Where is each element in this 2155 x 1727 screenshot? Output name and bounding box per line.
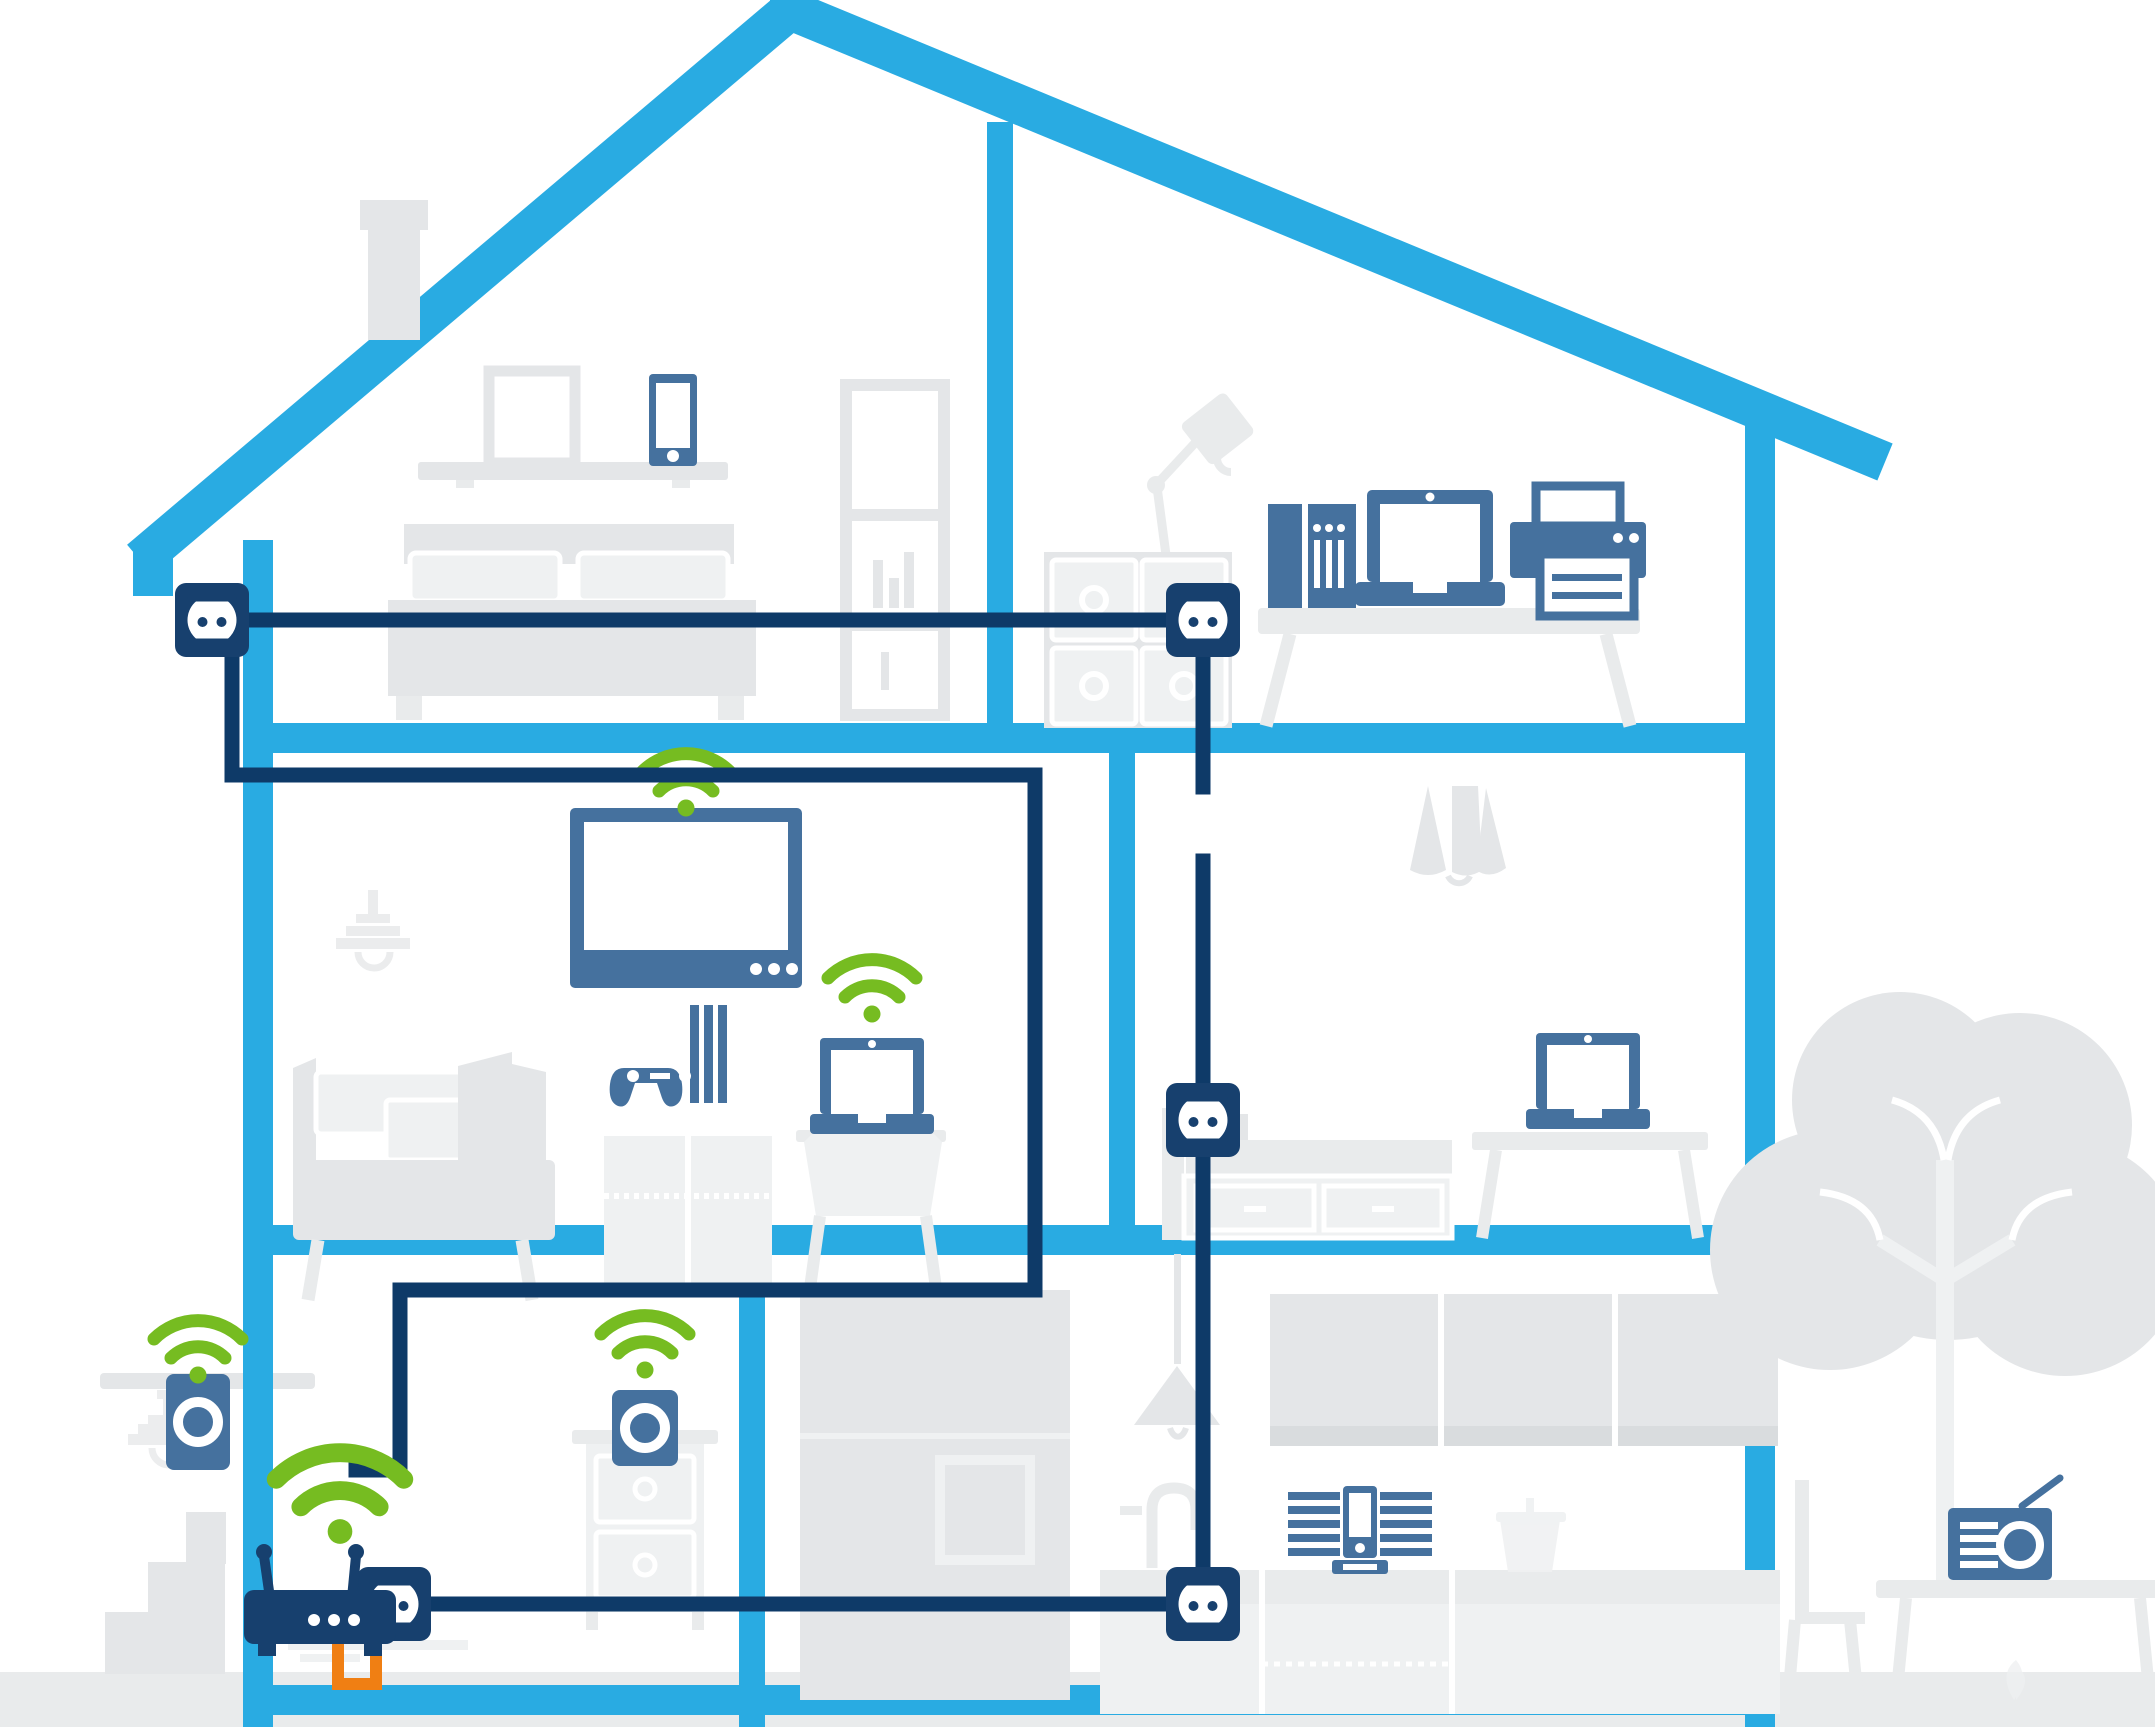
tablet-device: [649, 374, 697, 466]
laptop-living-device: [810, 1038, 934, 1134]
ethernet-cable: [332, 1632, 382, 1690]
wifi-speaker-porch-hotspot[interactable]: [166, 1374, 230, 1470]
refrigerator: [800, 1290, 1070, 1700]
game-console-hotspot[interactable]: [624, 1005, 716, 1115]
laptop-study-device: [1526, 1033, 1650, 1129]
tree: [1710, 992, 2155, 1590]
room-hall: [288, 1430, 718, 1662]
game-console-device: [690, 1005, 727, 1103]
garden: [1710, 992, 2155, 1701]
living-side-table: [796, 1130, 946, 1289]
wifi-icon-router: [266, 1443, 414, 1544]
kitchen-wall-cabinets: [1270, 1294, 1778, 1446]
study-desk: [1472, 1132, 1708, 1239]
wifi-speaker-hall-hotspot[interactable]: [612, 1390, 678, 1466]
laptop-office-hotspot[interactable]: [1355, 490, 1505, 606]
nas-server-device: [1268, 504, 1356, 608]
game-controller-device: [609, 1068, 691, 1107]
powerline-adapter-kitchen-hotspot[interactable]: [1166, 1567, 1240, 1641]
laptop-office-device: [1355, 490, 1505, 606]
wifi-speaker-hall-device: [612, 1390, 678, 1466]
powerline-adapter-study-hotspot[interactable]: [1166, 1083, 1240, 1157]
tv-hotspot[interactable]: [570, 808, 802, 988]
plant-sprout: [2006, 1660, 2025, 1700]
stereo-dock-hotspot[interactable]: [1288, 1492, 1432, 1582]
tv-device: [570, 808, 802, 988]
nas-server-hotspot[interactable]: [1268, 504, 1356, 608]
radio-device: [1948, 1474, 2064, 1580]
room-living: [293, 890, 946, 1302]
porch-steps: [105, 1512, 226, 1674]
kitchen-tap: [1120, 1482, 1202, 1568]
study-ceiling-lamp: [1410, 786, 1506, 887]
garden-chair: [1782, 1480, 1865, 1701]
powerline-adapter-attic-left-hotspot[interactable]: [175, 583, 249, 657]
sofa: [293, 1052, 555, 1302]
wifi-speaker-porch-device: [166, 1374, 230, 1470]
hall-cabinet: [572, 1430, 718, 1630]
picture-frame: [483, 365, 581, 469]
tablet-hotspot[interactable]: [649, 374, 697, 466]
laptop-living-hotspot[interactable]: [810, 1038, 934, 1134]
kitchen-pot: [1496, 1498, 1566, 1572]
powerline-adapter-attic-right-hotspot[interactable]: [1166, 583, 1240, 657]
laptop-study-hotspot[interactable]: [1526, 1033, 1650, 1129]
wifi-router-hotspot[interactable]: [244, 1588, 400, 1650]
printer-device: [1510, 481, 1646, 621]
stereo-dock-device: [1288, 1486, 1432, 1574]
wifi-router-device: [244, 1544, 396, 1656]
chimney: [360, 200, 428, 340]
printer-hotspot[interactable]: [1510, 486, 1646, 620]
living-ceiling-lamp: [336, 890, 410, 972]
radio-hotspot[interactable]: [1948, 1508, 2052, 1580]
garden-table: [1876, 1580, 2155, 1701]
media-cabinet: [604, 1136, 772, 1286]
